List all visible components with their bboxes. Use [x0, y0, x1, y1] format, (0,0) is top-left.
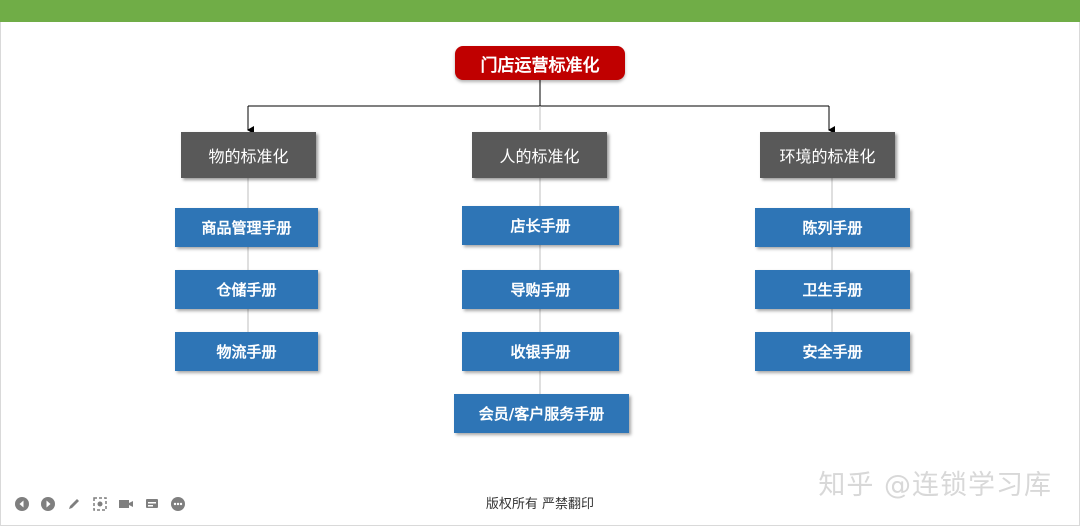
prev-icon[interactable]	[12, 495, 32, 513]
leaf-store-manager-manual: 店长手册	[462, 206, 619, 245]
pen-icon[interactable]	[64, 495, 84, 513]
more-icon[interactable]	[168, 495, 188, 513]
leaf-cashier-manual: 收银手册	[462, 332, 619, 371]
root-node: 门店运营标准化	[455, 46, 625, 80]
category-node-environment: 环境的标准化	[760, 132, 895, 178]
copyright-footer: 版权所有 严禁翻印	[485, 497, 595, 512]
category-node-things: 物的标准化	[181, 132, 316, 178]
subtitle-icon[interactable]	[142, 495, 162, 513]
leaf-member-service-manual: 会员/客户服务手册	[454, 394, 629, 433]
leaf-display-manual: 陈列手册	[755, 208, 910, 247]
next-icon[interactable]	[38, 495, 58, 513]
camera-icon[interactable]	[116, 495, 136, 513]
presentation-toolbar	[12, 495, 188, 513]
category-node-people: 人的标准化	[472, 132, 607, 178]
leaf-warehouse-manual: 仓储手册	[175, 270, 318, 309]
zhihu-watermark: 知乎 @连锁学习库	[818, 470, 1052, 501]
leaf-sales-guide-manual: 导购手册	[462, 270, 619, 309]
leaf-hygiene-manual: 卫生手册	[755, 270, 910, 309]
leaf-safety-manual: 安全手册	[755, 332, 910, 371]
top-accent-bar	[0, 0, 1080, 22]
leaf-product-manual: 商品管理手册	[175, 208, 318, 247]
pointer-icon[interactable]	[90, 495, 110, 513]
leaf-logistics-manual: 物流手册	[175, 332, 318, 371]
